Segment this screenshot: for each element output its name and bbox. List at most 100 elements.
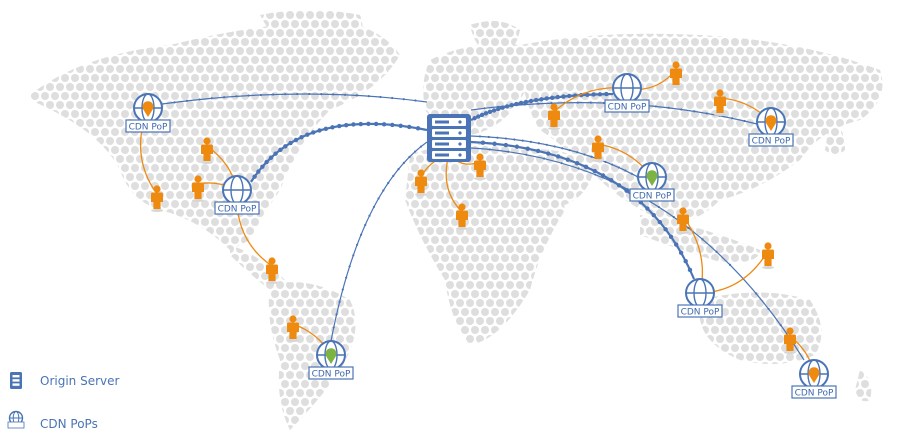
link-dot bbox=[513, 138, 516, 141]
link-dot bbox=[555, 94, 560, 100]
link-dot bbox=[617, 166, 620, 169]
link-dot bbox=[504, 137, 508, 140]
legend-pops-label: CDN PoPs bbox=[40, 417, 98, 431]
link-dot bbox=[332, 326, 335, 329]
link-dot bbox=[185, 99, 189, 102]
location-pin-icon bbox=[808, 367, 820, 383]
pop-label: CDN PoP bbox=[312, 370, 351, 380]
link-dot bbox=[543, 157, 546, 160]
server-rack-slot bbox=[435, 142, 449, 146]
link-dot bbox=[576, 151, 579, 154]
link-dot bbox=[284, 93, 287, 96]
link-dot bbox=[488, 148, 491, 151]
link-dot bbox=[626, 188, 629, 191]
link-dot bbox=[590, 155, 593, 158]
link-dot bbox=[730, 117, 734, 120]
link-dot bbox=[592, 168, 597, 174]
link-dot bbox=[317, 128, 322, 133]
link-dot bbox=[483, 111, 489, 116]
cdn-pop-node: CDN PoP bbox=[214, 175, 260, 215]
link-dot bbox=[338, 300, 341, 303]
link-dot bbox=[523, 103, 526, 106]
link-dot bbox=[537, 142, 541, 145]
link-dot bbox=[407, 124, 412, 130]
origin-server-node bbox=[427, 114, 471, 162]
link-dot bbox=[288, 140, 293, 146]
link-dot bbox=[235, 95, 238, 98]
link-dot bbox=[398, 123, 403, 129]
link-dot bbox=[402, 161, 405, 164]
link-dot bbox=[332, 93, 335, 96]
link-dot bbox=[268, 155, 274, 160]
link-dot bbox=[223, 96, 226, 99]
pop-label: CDN PoP bbox=[218, 205, 257, 215]
link-dot bbox=[610, 180, 613, 183]
cdn-pop-node: CDN PoP bbox=[748, 107, 794, 147]
link-dot bbox=[397, 168, 400, 171]
link-dot bbox=[390, 122, 395, 128]
link-dot bbox=[210, 97, 213, 100]
user-icon bbox=[151, 185, 163, 212]
link-dot bbox=[654, 105, 657, 108]
link-dot bbox=[687, 267, 693, 273]
link-dot bbox=[529, 140, 532, 143]
link-dot bbox=[373, 121, 379, 127]
link-dot bbox=[589, 101, 593, 104]
link-dot bbox=[496, 136, 499, 139]
link-dot bbox=[483, 107, 486, 110]
link-dot bbox=[252, 174, 257, 179]
link-dot bbox=[278, 147, 283, 153]
cdn-pop-node: CDN PoP bbox=[791, 359, 837, 399]
link-dot bbox=[604, 160, 607, 163]
link-dot bbox=[535, 148, 541, 154]
link-dot bbox=[355, 94, 359, 97]
link-dot bbox=[358, 121, 363, 127]
link-dot bbox=[414, 99, 417, 102]
link-dot bbox=[539, 97, 544, 102]
link-dot bbox=[344, 122, 349, 128]
pop-label-box bbox=[677, 304, 723, 318]
link-dot bbox=[382, 189, 385, 192]
link-dot bbox=[198, 98, 201, 101]
link-dot bbox=[597, 92, 603, 97]
link-dot bbox=[472, 116, 477, 121]
legend-origin-label: Origin Server bbox=[40, 374, 120, 388]
link-dot bbox=[591, 92, 596, 97]
link-dot bbox=[296, 92, 299, 96]
link-dot bbox=[351, 122, 356, 127]
link-dot bbox=[293, 137, 299, 143]
link-dot bbox=[611, 163, 614, 166]
link-dot bbox=[414, 150, 417, 153]
link-dot bbox=[259, 93, 263, 97]
pop-label: CDN PoP bbox=[795, 389, 834, 399]
link-dot bbox=[283, 144, 288, 149]
link-dot bbox=[576, 101, 579, 104]
link-dot bbox=[387, 181, 390, 185]
pop-label: CDN PoP bbox=[633, 192, 672, 202]
link-dot bbox=[728, 263, 732, 266]
link-dot bbox=[657, 205, 660, 209]
link-dot bbox=[645, 206, 650, 211]
link-dot bbox=[577, 167, 580, 170]
link-dot bbox=[521, 139, 524, 142]
link-dot bbox=[767, 307, 770, 311]
link-dot bbox=[491, 108, 497, 113]
link-dot bbox=[583, 153, 586, 156]
link-dot bbox=[305, 132, 310, 137]
link-dot bbox=[518, 100, 524, 106]
link-dot bbox=[701, 238, 704, 241]
link-dot bbox=[364, 223, 367, 227]
link-dot bbox=[693, 110, 696, 113]
link-dot bbox=[507, 150, 510, 153]
link-dot bbox=[683, 258, 688, 264]
link-dot bbox=[546, 151, 551, 156]
link-dot bbox=[320, 93, 323, 96]
link-dot bbox=[496, 106, 501, 112]
link-dot bbox=[630, 172, 633, 175]
cdn-pop-legend-icon bbox=[7, 410, 25, 429]
link-dot bbox=[503, 142, 509, 148]
link-dot bbox=[553, 145, 556, 148]
link-dot bbox=[544, 96, 549, 101]
